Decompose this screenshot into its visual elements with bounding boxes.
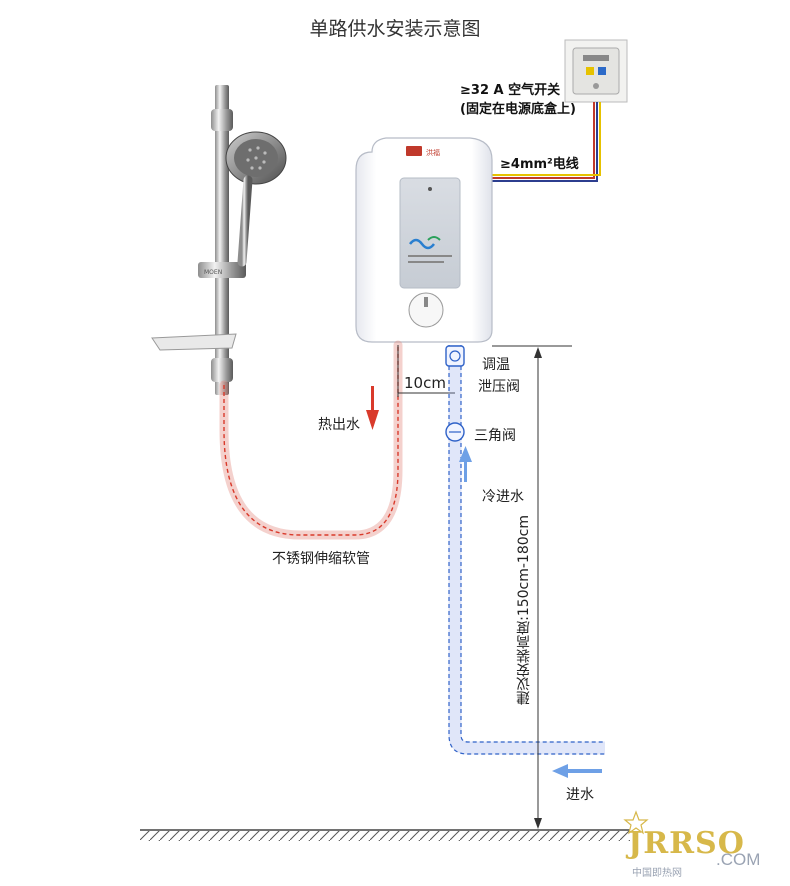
water-in-label: 进水 xyxy=(566,787,594,803)
diagram-title: 单路供水安装示意图 xyxy=(309,18,481,40)
shower-rail: MOEN xyxy=(198,85,246,395)
cold-water-pipe xyxy=(448,345,605,755)
watermark-cn: 中国即热网 xyxy=(632,868,682,879)
soap-dish xyxy=(151,333,237,351)
watermark-logo: JRRSO xyxy=(628,826,745,861)
gap-label: 10cm xyxy=(404,374,446,392)
gap-dimension xyxy=(397,345,455,397)
angle-valve-icon xyxy=(445,422,465,442)
hot-out-label: 热出水 xyxy=(318,417,360,433)
relief-valve-icon xyxy=(445,345,465,367)
svg-text:洪福: 洪福 xyxy=(426,148,440,157)
stainless-hose xyxy=(219,340,403,540)
ground xyxy=(140,829,630,841)
shower-head xyxy=(225,131,287,267)
water-in-arrow xyxy=(552,764,602,778)
height-label: 建议安装高度:150cm-180cm xyxy=(516,515,532,705)
watermark-star-icon xyxy=(623,810,649,835)
water-heater: 洪福 xyxy=(355,137,493,343)
breaker-label-line2: (固定在电源底盒上) xyxy=(460,102,576,117)
relief-valve-label-line2: 泄压阀 xyxy=(478,379,520,395)
hot-out-arrow xyxy=(366,386,379,430)
wire-label: ≥4mm²电线 xyxy=(500,157,579,172)
power-wire xyxy=(490,102,601,182)
breaker-label-line1: ≥32 A 空气开关 xyxy=(460,83,561,98)
angle-valve-label: 三角阀 xyxy=(474,428,516,444)
relief-valve-label-line1: 调温 xyxy=(482,357,510,373)
height-label-wrap: 建议安装高度:150cm-180cm xyxy=(514,515,534,735)
cold-in-label: 冷进水 xyxy=(482,489,524,505)
svg-text:MOEN: MOEN xyxy=(204,269,222,276)
air-switch-box xyxy=(564,39,628,103)
hose-label: 不锈钢伸缩软管 xyxy=(272,551,370,567)
watermark-com: .COM xyxy=(716,850,761,869)
cold-in-arrow xyxy=(459,446,472,482)
height-dimension xyxy=(492,345,572,829)
